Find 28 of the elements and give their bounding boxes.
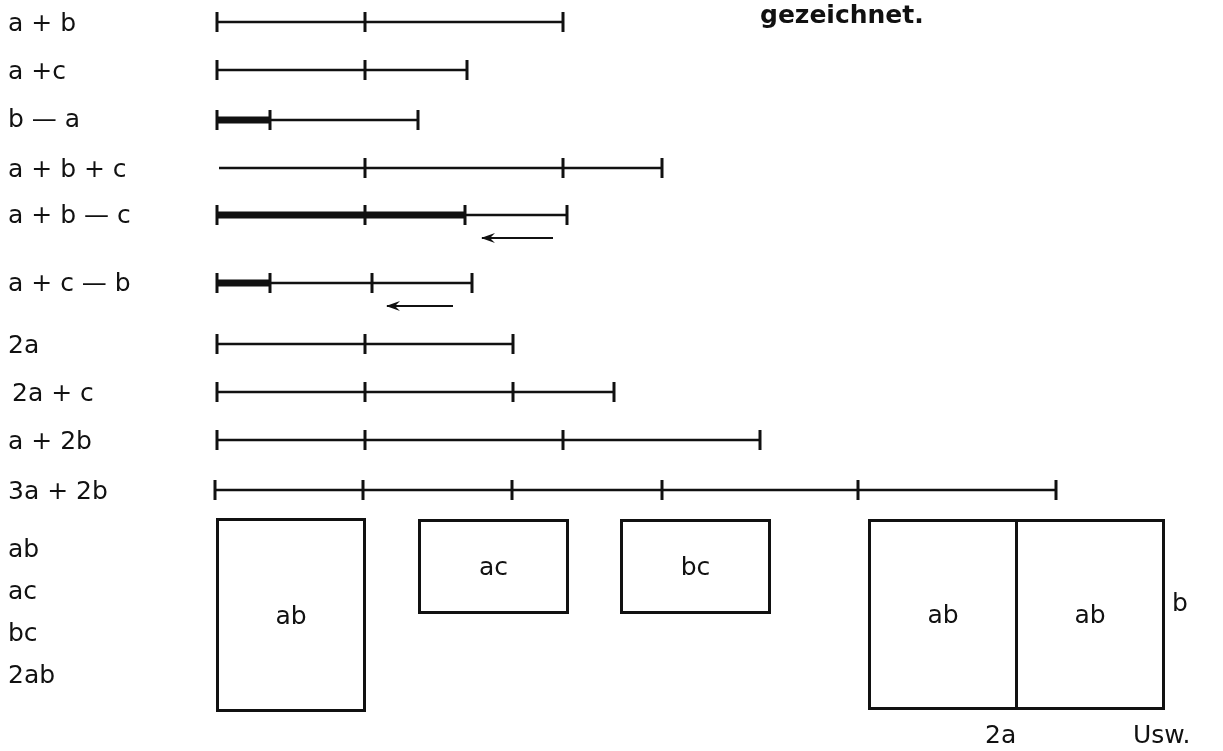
area-label: ab [275, 600, 307, 630]
term-label: a + 2b [8, 426, 92, 456]
term-label: 3a + 2b [8, 476, 108, 506]
area-label: ac [478, 552, 509, 581]
term-label: a + b + c [8, 154, 127, 184]
rectangle-box [1015, 519, 1165, 710]
text-note: gezeichnet. [760, 0, 924, 30]
term-label: a + c — b [8, 268, 131, 298]
term-label: Usw. [1133, 720, 1191, 750]
term-label: a + b [8, 8, 77, 38]
term-label: a +c [8, 56, 66, 86]
term-label: 2ab [8, 660, 56, 690]
term-label: b [1172, 588, 1188, 618]
term-label: ac [8, 576, 38, 606]
rectangle-box [418, 519, 569, 614]
term-label: 2a [8, 330, 40, 360]
area-label: ab [1074, 600, 1106, 629]
term-label: bc [8, 618, 38, 648]
rectangle-box [620, 519, 771, 614]
rectangle-box [868, 519, 1018, 710]
term-label: a + b — c [8, 200, 131, 230]
term-label: ab [8, 534, 40, 564]
term-label: b — a [8, 104, 81, 134]
term-label: 2a + c [12, 378, 94, 408]
rectangle-box [216, 518, 366, 712]
area-label: bc [680, 552, 711, 581]
term-label: 2a [985, 720, 1017, 750]
area-label: ab [927, 600, 959, 629]
